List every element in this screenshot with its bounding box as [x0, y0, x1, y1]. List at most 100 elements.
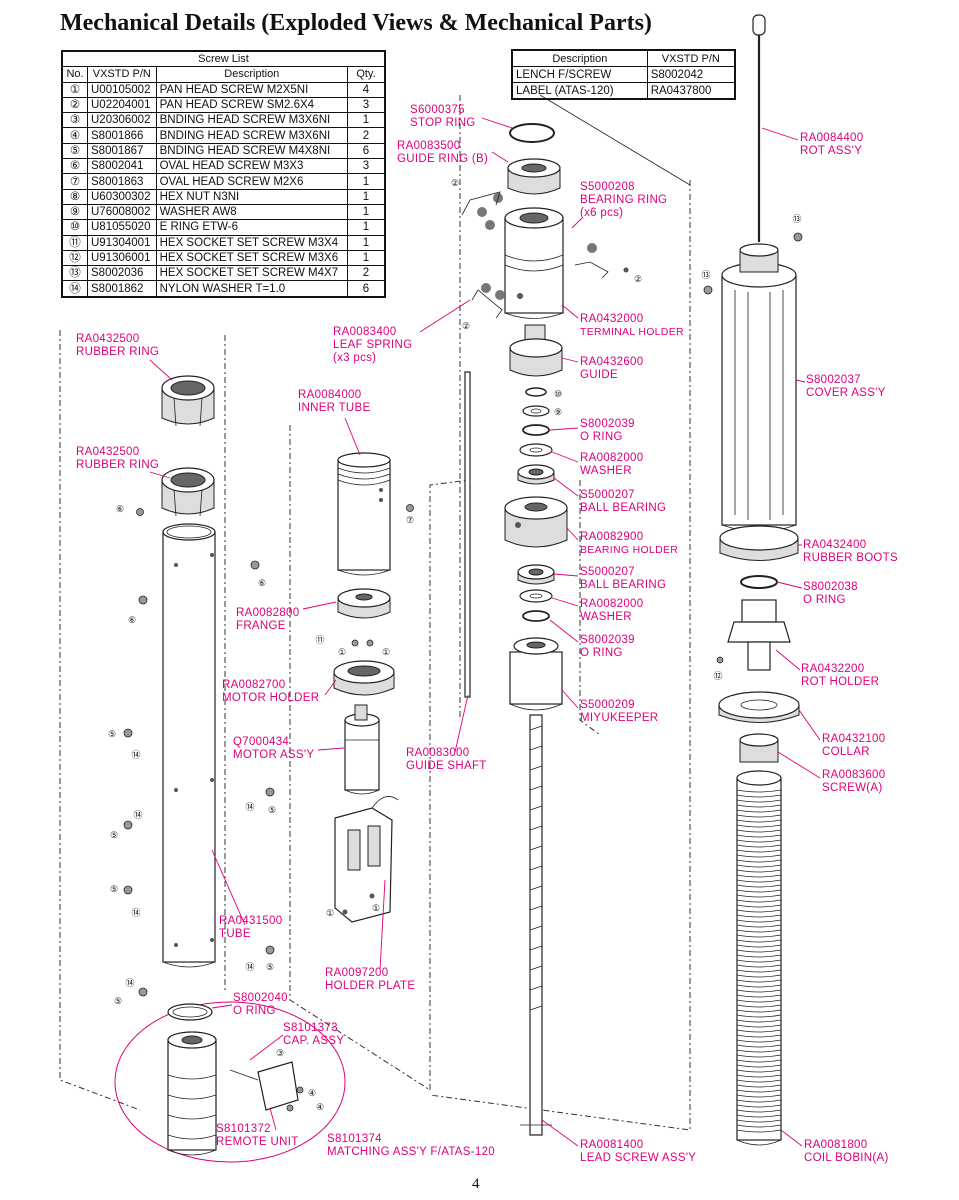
label-part-name: FRANGE [236, 620, 286, 632]
rubber-ring-top [161, 375, 215, 427]
frange [337, 588, 391, 619]
callout-13: ⑬ [701, 270, 710, 280]
o-ring-1 [522, 424, 550, 436]
screw-pn: S8001862 [87, 280, 157, 298]
callout-13: ⑬ [792, 214, 801, 224]
callout-2: ② [451, 178, 459, 188]
misc-description: LENCH F/SCREW [511, 66, 648, 83]
screw-description: NYLON WASHER T=1.0 [155, 280, 349, 298]
screw-description: PAN HEAD SCREW SM2.6X4 [155, 96, 349, 114]
terminal-holder [504, 207, 564, 319]
label-part-name: LEAD SCREW ASS'Y [580, 1152, 696, 1164]
label-part-name: STOP RING [410, 117, 476, 129]
label-part-no: RA0082800 [236, 607, 299, 619]
label-part-name: BEARING HOLDER [580, 544, 678, 556]
label-part-no: RA0432100 [822, 733, 885, 745]
screw-description: HEX SOCKET SET SCREW M3X4 [155, 234, 349, 251]
screw-qty: 2 [347, 265, 386, 282]
lead-screw [520, 714, 552, 1136]
screw-description: BNDING HEAD SCREW M3X6NI [155, 127, 349, 144]
label-part-no: RA0081400 [580, 1139, 643, 1151]
collar-ring [718, 691, 800, 723]
cover-assy [721, 243, 797, 532]
label-part-name: COLLAR [822, 746, 870, 758]
screw-description: OVAL HEAD SCREW M3X3 [155, 158, 349, 175]
label-part-name: O RING [233, 1005, 276, 1017]
label-part-name: TERMINAL HOLDER [580, 326, 684, 338]
label-part-no: S5000207 [580, 489, 635, 501]
label-part-no: RA0084400 [800, 132, 863, 144]
label-part-no: RA0083400 [333, 326, 396, 338]
label-part-name: BALL BEARING [580, 502, 666, 514]
label-part-no: S8002039 [580, 634, 635, 646]
washer-aw8 [522, 405, 550, 417]
label-part-name: RUBBER RING [76, 459, 159, 471]
rot-assy [752, 14, 766, 242]
label-part-name: ROT HOLDER [801, 676, 879, 688]
label-part-no: RA0082000 [580, 598, 643, 610]
callout-2: ② [462, 321, 470, 331]
label-part-no: RA0432400 [803, 539, 866, 551]
label-part-no: S8101373 [283, 1022, 338, 1034]
label-part-no: S8101372 [216, 1123, 271, 1135]
ball-bearing-1 [517, 464, 555, 485]
o-ring-2 [522, 610, 550, 622]
screw-pn: U00105002 [87, 81, 157, 98]
screw-description: BNDING HEAD SCREW M3X6NI [155, 112, 349, 129]
callout-numbers: ⑥ ⑥ ⑥ ⑦ ⑪ ① ① ⑤ ⑭ ⑭ ⑤ ⑭ ⑤ ⑤ ⑭ ① ① ⑭ ⑤ ⑭ … [108, 178, 802, 1112]
callout-5: ⑤ [110, 884, 118, 894]
callout-14: ⑭ [245, 802, 254, 812]
callout-3: ③ [276, 1048, 284, 1058]
callout-6: ⑥ [116, 504, 124, 514]
label-part-name: CAP. ASSY [283, 1035, 344, 1047]
rubber-boots [719, 525, 799, 561]
label-part-name: MOTOR ASS'Y [233, 749, 314, 761]
screws [123, 232, 803, 1112]
label-part-no: RA0082700 [222, 679, 285, 691]
label-part-name: RUBBER BOOTS [803, 552, 898, 564]
callout-6: ⑥ [128, 615, 136, 625]
label-part-no: RA0082900 [580, 531, 643, 543]
label-part-name: GUIDE SHAFT [406, 760, 487, 772]
label-part-no: RA0432200 [801, 663, 864, 675]
callout-4: ④ [308, 1088, 316, 1098]
label-part-name: WASHER [580, 611, 632, 623]
label-part-name: TUBE [219, 928, 251, 940]
label-part-no: RA0084000 [298, 389, 361, 401]
label-part-no: S6000375 [410, 104, 465, 116]
misc-pn: RA0437800 [646, 82, 736, 100]
callout-5: ⑤ [268, 805, 276, 815]
matching-assy [114, 1001, 346, 1163]
callout-1: ① [326, 908, 334, 918]
callout-14: ⑭ [245, 962, 254, 972]
screw-list-table: Screw List No. VXSTD P/N Description Qty… [61, 50, 386, 298]
miyukeeper [509, 637, 563, 711]
label-part-no: RA0083600 [822, 769, 885, 781]
